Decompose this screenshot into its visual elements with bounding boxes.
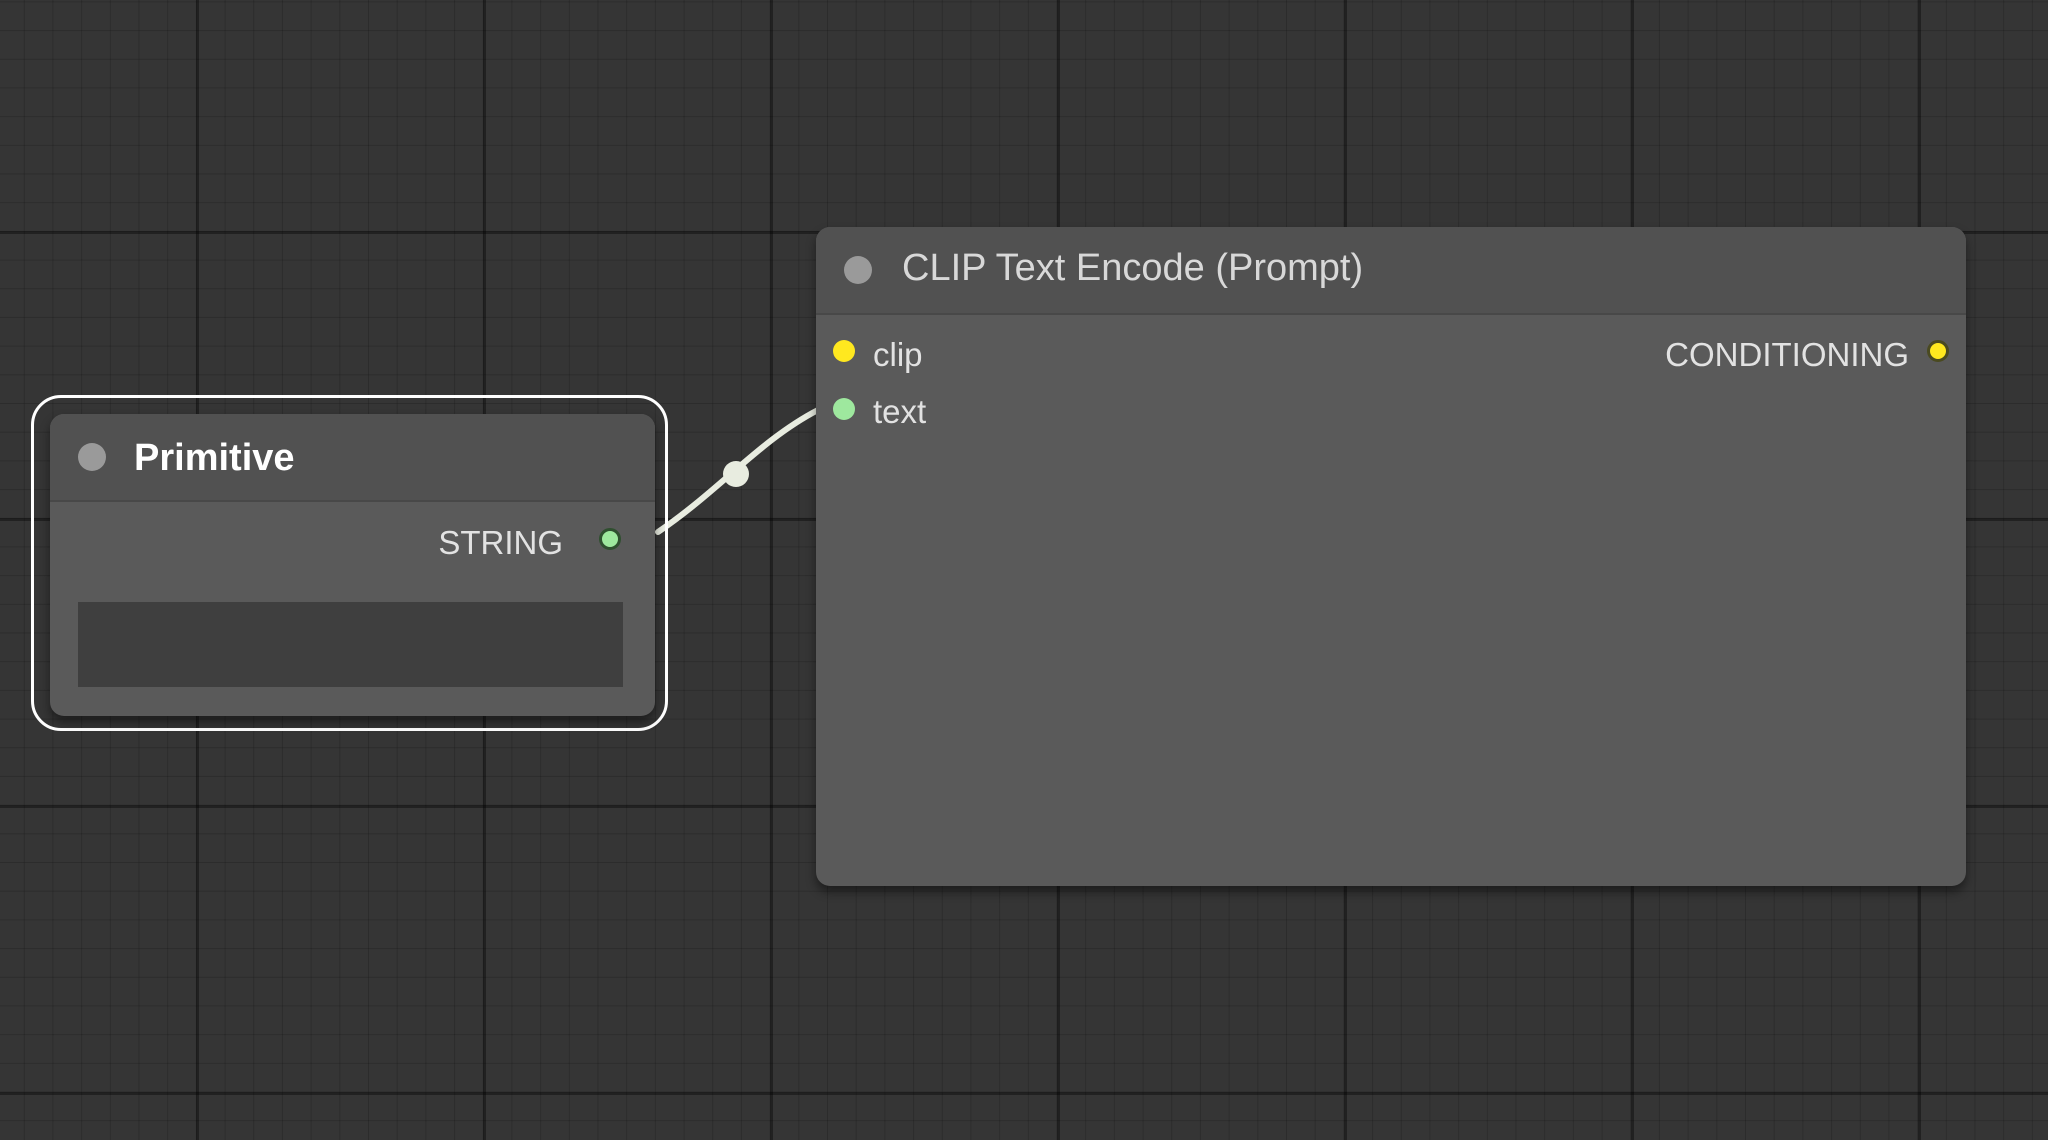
string-to-text-link[interactable]: [655, 407, 821, 535]
conditioning-output-label: CONDITIONING: [1665, 336, 1909, 373]
collapse-dot-icon[interactable]: [844, 256, 872, 284]
text-input-label: text: [873, 393, 927, 430]
string-output-label: STRING: [438, 524, 563, 561]
primitive-node[interactable]: Primitive STRING: [50, 414, 655, 716]
primitive-value-widget[interactable]: [78, 602, 623, 687]
primitive-node-title: Primitive: [134, 437, 295, 479]
collapse-dot-icon[interactable]: [78, 443, 106, 471]
text-input-slot[interactable]: [833, 398, 855, 420]
primitive-node-selection-outline: [31, 395, 668, 731]
clip-node-header[interactable]: CLIP Text Encode (Prompt): [816, 227, 1966, 315]
clip-input-slot[interactable]: [833, 340, 855, 362]
clip-text-encode-node[interactable]: CLIP Text Encode (Prompt) clip text COND…: [816, 227, 1966, 886]
string-output-slot[interactable]: [599, 528, 621, 550]
conditioning-output-slot[interactable]: [1927, 340, 1949, 362]
primitive-node-header[interactable]: Primitive: [50, 414, 655, 502]
clip-node-title: CLIP Text Encode (Prompt): [902, 247, 1364, 289]
clip-input-label: clip: [873, 336, 923, 373]
link-midpoint-handle[interactable]: [723, 461, 749, 487]
